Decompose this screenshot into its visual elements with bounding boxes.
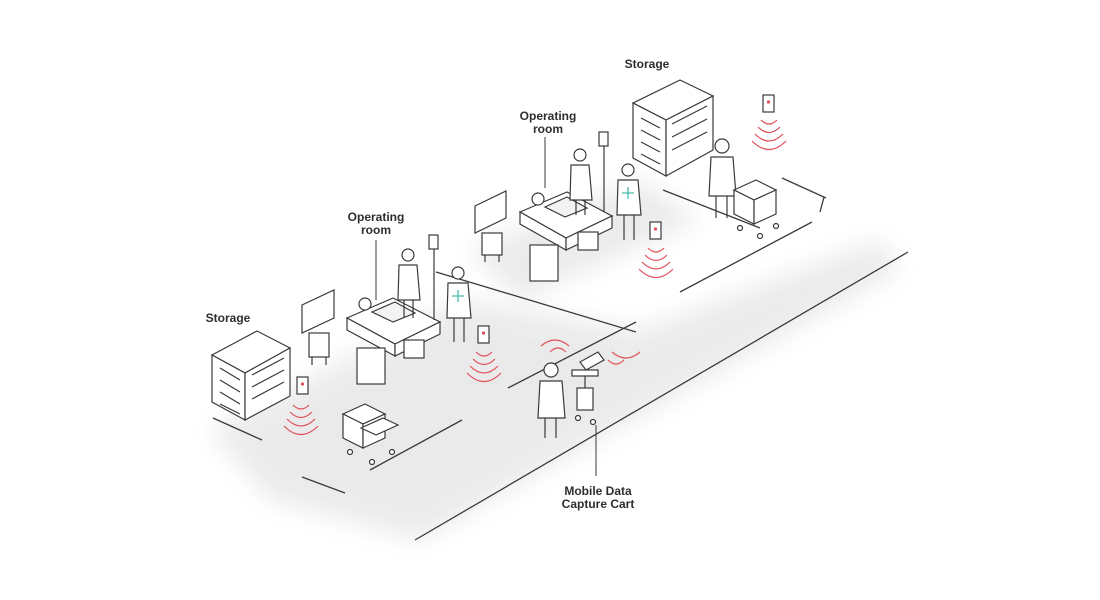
supply-cart-icon [732,179,780,240]
operating-room-right-label: Operating room [510,110,586,136]
operating-room-left-line2: room [361,223,391,237]
mobile-cart-line1: Mobile Data [564,484,632,498]
storage-shelf-icon [210,330,292,422]
label-leader-lines [375,137,597,476]
operating-table-icon [345,297,442,385]
rfid-reader-icon [762,94,775,113]
operating-room-right-line1: Operating [519,109,577,123]
operating-room-left-label: Operating room [338,211,414,237]
storage-left-label-text: Storage [205,311,251,325]
staff-icon [708,138,737,218]
iv-pole-icon [598,131,609,212]
storage-shelf-icon [631,79,715,178]
rfid-reader-icon [649,221,662,240]
signal-waves-icon [283,119,787,436]
iv-pole-icon [428,234,439,320]
rfid-reader-icon [296,376,309,395]
doctor-icon [397,248,421,318]
surgeon-icon [446,266,472,342]
monitor-cart-icon [301,289,335,365]
mobile-cart-label: Mobile Data Capture Cart [548,485,648,511]
monitor-cart-icon [474,190,507,262]
operating-room-left-line1: Operating [347,210,405,224]
staff-icon [537,362,566,438]
operating-table-icon [518,191,614,282]
supply-cart-icon [341,403,400,466]
surgeon-icon [616,163,642,240]
storage-top-label-text: Storage [624,57,670,71]
mobile-data-capture-cart-icon [571,351,605,426]
floor-lines [212,177,909,541]
storage-left-label: Storage [195,312,261,325]
mobile-cart-line2: Capture Cart [561,497,635,511]
doctor-icon [569,148,593,215]
storage-top-label: Storage [614,58,680,71]
operating-room-right-line2: room [533,122,563,136]
rfid-reader-icon [477,325,490,344]
